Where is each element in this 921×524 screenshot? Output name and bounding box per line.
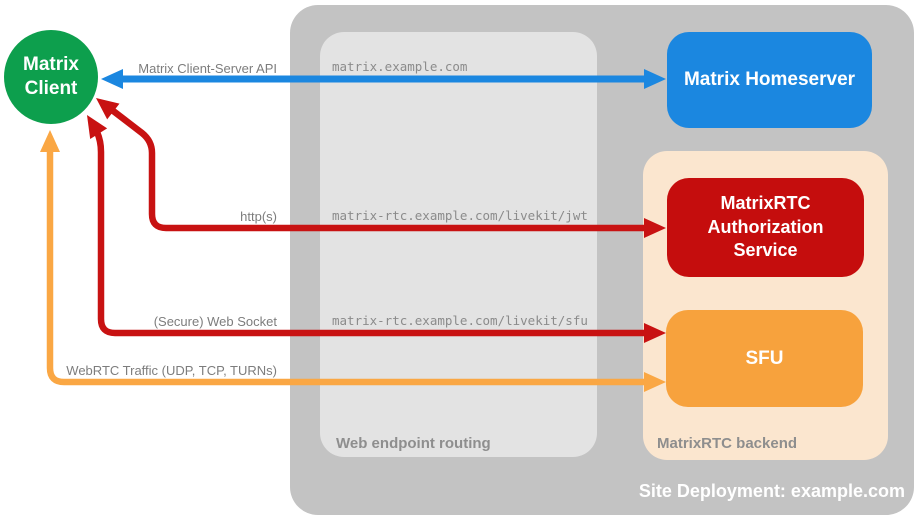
matrix-homeserver-node[interactable]: Matrix Homeserver bbox=[667, 32, 872, 128]
matrixrtc-backend-label: MatrixRTC backend bbox=[657, 435, 798, 452]
livekit-sfu-endpoint-label: matrix-rtc.example.com/livekit/sfu bbox=[332, 313, 588, 328]
matrix-client-node[interactable]: Matrix Client bbox=[4, 30, 98, 124]
https-protocol-label: http(s) bbox=[240, 209, 277, 224]
web-socket-protocol-label: (Secure) Web Socket bbox=[153, 314, 277, 329]
sfu-node[interactable]: SFU bbox=[666, 310, 863, 407]
matrix-client-label: Matrix Client bbox=[23, 54, 79, 99]
arrowhead-into-client bbox=[87, 115, 108, 139]
livekit-jwt-endpoint-label: matrix-rtc.example.com/livekit/jwt bbox=[332, 208, 588, 223]
web-endpoint-routing-label: Web endpoint routing bbox=[336, 435, 491, 452]
web-endpoint-routing-panel bbox=[320, 32, 597, 457]
matrix-homeserver-label: Matrix Homeserver bbox=[683, 69, 856, 90]
matrixrtc-authorization-service-label: MatrixRTC Authorization Service bbox=[707, 193, 824, 261]
matrix-endpoint-label: matrix.example.com bbox=[332, 59, 468, 74]
site-deployment-label: Site Deployment: example.com bbox=[638, 481, 905, 501]
client-server-api-protocol-label: Matrix Client-Server API bbox=[138, 61, 277, 76]
webrtc-traffic-protocol-label: WebRTC Traffic (UDP, TCP, TURNs) bbox=[66, 363, 277, 378]
sfu-label: SFU bbox=[745, 347, 784, 369]
matrixrtc-authorization-service-node[interactable]: MatrixRTC Authorization Service bbox=[667, 178, 864, 277]
arrowhead-into-client bbox=[40, 130, 60, 152]
